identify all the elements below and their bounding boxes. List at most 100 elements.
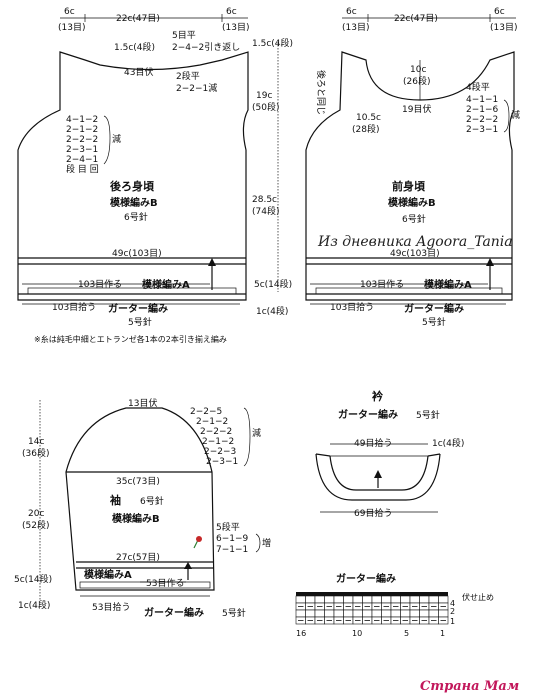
sleeve-band-pattern: 模様編みA bbox=[84, 568, 132, 581]
chart-cell bbox=[390, 595, 401, 604]
sleeve-garter-band: 1c(4段) bbox=[18, 599, 50, 611]
sleeve-width: 35c(73目) bbox=[116, 476, 160, 487]
back-arm-dec-3: 2−3−1 bbox=[66, 145, 98, 155]
back-cast-on: 103目作る bbox=[78, 278, 122, 290]
back-pattern: 模様編みB bbox=[110, 196, 158, 209]
front-neck-dec-1: 2−2−2 bbox=[466, 115, 498, 125]
front-width: 49c(103目) bbox=[390, 248, 440, 259]
front-band-pattern: 模様編みA bbox=[424, 278, 472, 291]
chart-cell bbox=[314, 609, 325, 618]
sleeve-needle: 6号針 bbox=[140, 495, 164, 507]
back-needle: 6号針 bbox=[124, 211, 148, 223]
chart-cell bbox=[371, 609, 382, 618]
sleeve-top-bind: 13目伏 bbox=[128, 397, 157, 409]
sleeve-band: 5c(14段) bbox=[14, 573, 52, 585]
chart-bind-off: 伏せ止め bbox=[462, 592, 494, 602]
front-pattern: 模様編みB bbox=[388, 196, 436, 209]
back-piece: 6c (13目) 22c(47目) 6c (13目) 1.5c(4段) 5目平 … bbox=[17, 7, 249, 328]
front-piece: 6c (13目) 22c(47目) 6c (13目) 10c (26段) 後ろと… bbox=[305, 7, 520, 328]
dim-side-rows: (74段) bbox=[252, 205, 279, 217]
sleeve-inc-1: 7−1−1 bbox=[216, 545, 248, 555]
front-top-left: 6c bbox=[346, 7, 357, 17]
chart-cell bbox=[314, 595, 325, 604]
sleeve-body-rows: (52段) bbox=[22, 519, 49, 531]
sleeve-pattern: 模様編みB bbox=[112, 512, 160, 525]
dim-armhole: 19c bbox=[256, 91, 272, 101]
back-band-pattern: 模様編みA bbox=[142, 278, 190, 291]
chart-cell bbox=[419, 609, 430, 618]
sleeve-cap-dec-label: 減 bbox=[252, 427, 261, 439]
back-neck-flat2: 2段平 bbox=[176, 70, 200, 82]
front-neck-depth-rows: (26段) bbox=[403, 75, 430, 87]
collar-needle: 5号針 bbox=[416, 409, 440, 421]
sleeve-inc-0: 6−1−9 bbox=[216, 534, 249, 544]
sleeve-flat: 5段平 bbox=[216, 521, 240, 533]
dim-band: 5c(14段) bbox=[254, 278, 292, 290]
chart-cell bbox=[438, 609, 449, 618]
back-top-right: 6c bbox=[226, 7, 237, 17]
back-arm-dec-header: 段 目 回 bbox=[66, 163, 99, 175]
sleeve-garter: ガーター編み bbox=[144, 606, 204, 619]
sleeve-body-len: 20c bbox=[28, 509, 44, 519]
chart-cell bbox=[324, 595, 335, 604]
chart-cell bbox=[409, 595, 420, 604]
front-center-bind: 19目伏 bbox=[402, 103, 431, 115]
front-neck-width: 10.5c bbox=[356, 113, 381, 123]
back-garter: ガーター編み bbox=[108, 302, 168, 315]
front-neck-dec-2: 2−3−1 bbox=[466, 125, 498, 135]
chart-cell bbox=[305, 609, 316, 618]
back-arm-dec-4: 2−4−1 bbox=[66, 155, 98, 165]
sleeve-cap-dec-5: 2−3−1 bbox=[206, 457, 238, 467]
front-needle: 6号針 bbox=[402, 213, 426, 225]
back-top-mid: 22c(47目) bbox=[116, 13, 160, 24]
front-garter: ガーター編み bbox=[404, 302, 464, 315]
chart-cell bbox=[438, 595, 449, 604]
chart-cell bbox=[409, 609, 420, 618]
sleeve-cap-dec-0: 2−2−5 bbox=[190, 407, 222, 417]
sleeve-inc-label: 増 bbox=[262, 537, 271, 549]
chart-row-bot: 1 bbox=[450, 617, 455, 626]
chart-cell bbox=[400, 595, 411, 604]
collar-title: 衿 bbox=[372, 389, 383, 403]
front-neck-width-rows: (28段) bbox=[352, 123, 379, 135]
front-top-mid: 22c(47目) bbox=[394, 13, 438, 24]
front-neck-dec-0: 2−1−6 bbox=[466, 105, 499, 115]
chart-cell bbox=[419, 595, 430, 604]
chart-cell bbox=[343, 609, 354, 618]
chart-title: ガーター編み bbox=[336, 572, 396, 585]
front-garter-needle: 5号針 bbox=[422, 316, 446, 328]
site-logo: Страна Мам bbox=[420, 679, 519, 694]
front-title: 前身頃 bbox=[392, 179, 426, 193]
collar-pickup-top: 49目拾う bbox=[354, 437, 392, 449]
chart-cell bbox=[295, 595, 306, 604]
chart-row-mid: 2 bbox=[450, 607, 455, 616]
dim-armhole-rows: (50段) bbox=[252, 101, 279, 113]
back-width: 49c(103目) bbox=[112, 248, 162, 259]
chart-cell bbox=[428, 609, 439, 618]
chart-cell bbox=[390, 609, 401, 618]
sleeve-garter-needle: 5号針 bbox=[222, 607, 246, 619]
sleeve-piece: 13目伏 2−2−5 2−1−2 2−2−2 2−1−2 2−2−3 2−3−1… bbox=[14, 397, 271, 619]
sleeve-cap-dec-1: 2−1−2 bbox=[196, 417, 228, 427]
chart-cell bbox=[305, 595, 316, 604]
chart-col-1: 1 bbox=[440, 629, 445, 638]
back-neck-flat: 5目平 bbox=[172, 30, 196, 41]
chart-cell bbox=[381, 609, 392, 618]
sleeve-cap-dec-4: 2−2−3 bbox=[204, 447, 236, 457]
front-neck-dec-label: 減 bbox=[511, 109, 520, 121]
dim-side: 28.5c bbox=[252, 195, 277, 205]
front-top-right-rows: (13目) bbox=[490, 22, 517, 33]
back-top-right-rows: (13目) bbox=[222, 22, 249, 33]
back-title: 後ろ身頃 bbox=[110, 179, 155, 193]
front-neck-rows: 4段平 bbox=[466, 81, 490, 93]
collar-pickup-bottom: 69目拾う bbox=[354, 507, 392, 519]
back-top-left-rows: (13目) bbox=[58, 22, 85, 33]
chart-col-10: 10 bbox=[352, 629, 362, 638]
collar-garter: ガーター編み bbox=[338, 408, 398, 421]
chart-cell bbox=[333, 609, 344, 618]
chart-row-top: 4 bbox=[450, 599, 455, 608]
chart-cell bbox=[324, 609, 335, 618]
back-pickup: 103目拾う bbox=[52, 301, 96, 313]
back-garter-needle: 5号針 bbox=[128, 316, 152, 328]
garter-chart: ガーター編み 伏せ止め 4 2 1 16 10 5 1 bbox=[295, 572, 494, 638]
